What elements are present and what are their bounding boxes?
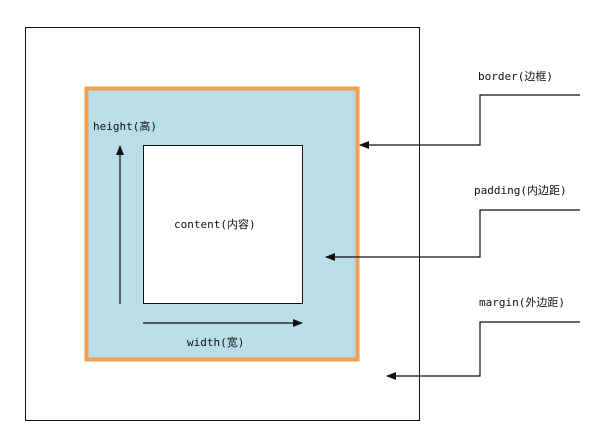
padding-leader-line: [325, 209, 580, 261]
border-leader-line: [359, 94, 580, 149]
border-callout-label: border(边框): [478, 70, 553, 83]
margin-leader-line: [386, 321, 580, 380]
content-box: [143, 145, 303, 304]
width-label: width(宽): [187, 335, 244, 349]
margin-callout-label: margin(外边距): [479, 296, 565, 309]
content-label: content(内容): [174, 217, 256, 231]
padding-callout-label: padding(内边距): [474, 183, 567, 197]
height-label: height(高): [93, 119, 157, 133]
